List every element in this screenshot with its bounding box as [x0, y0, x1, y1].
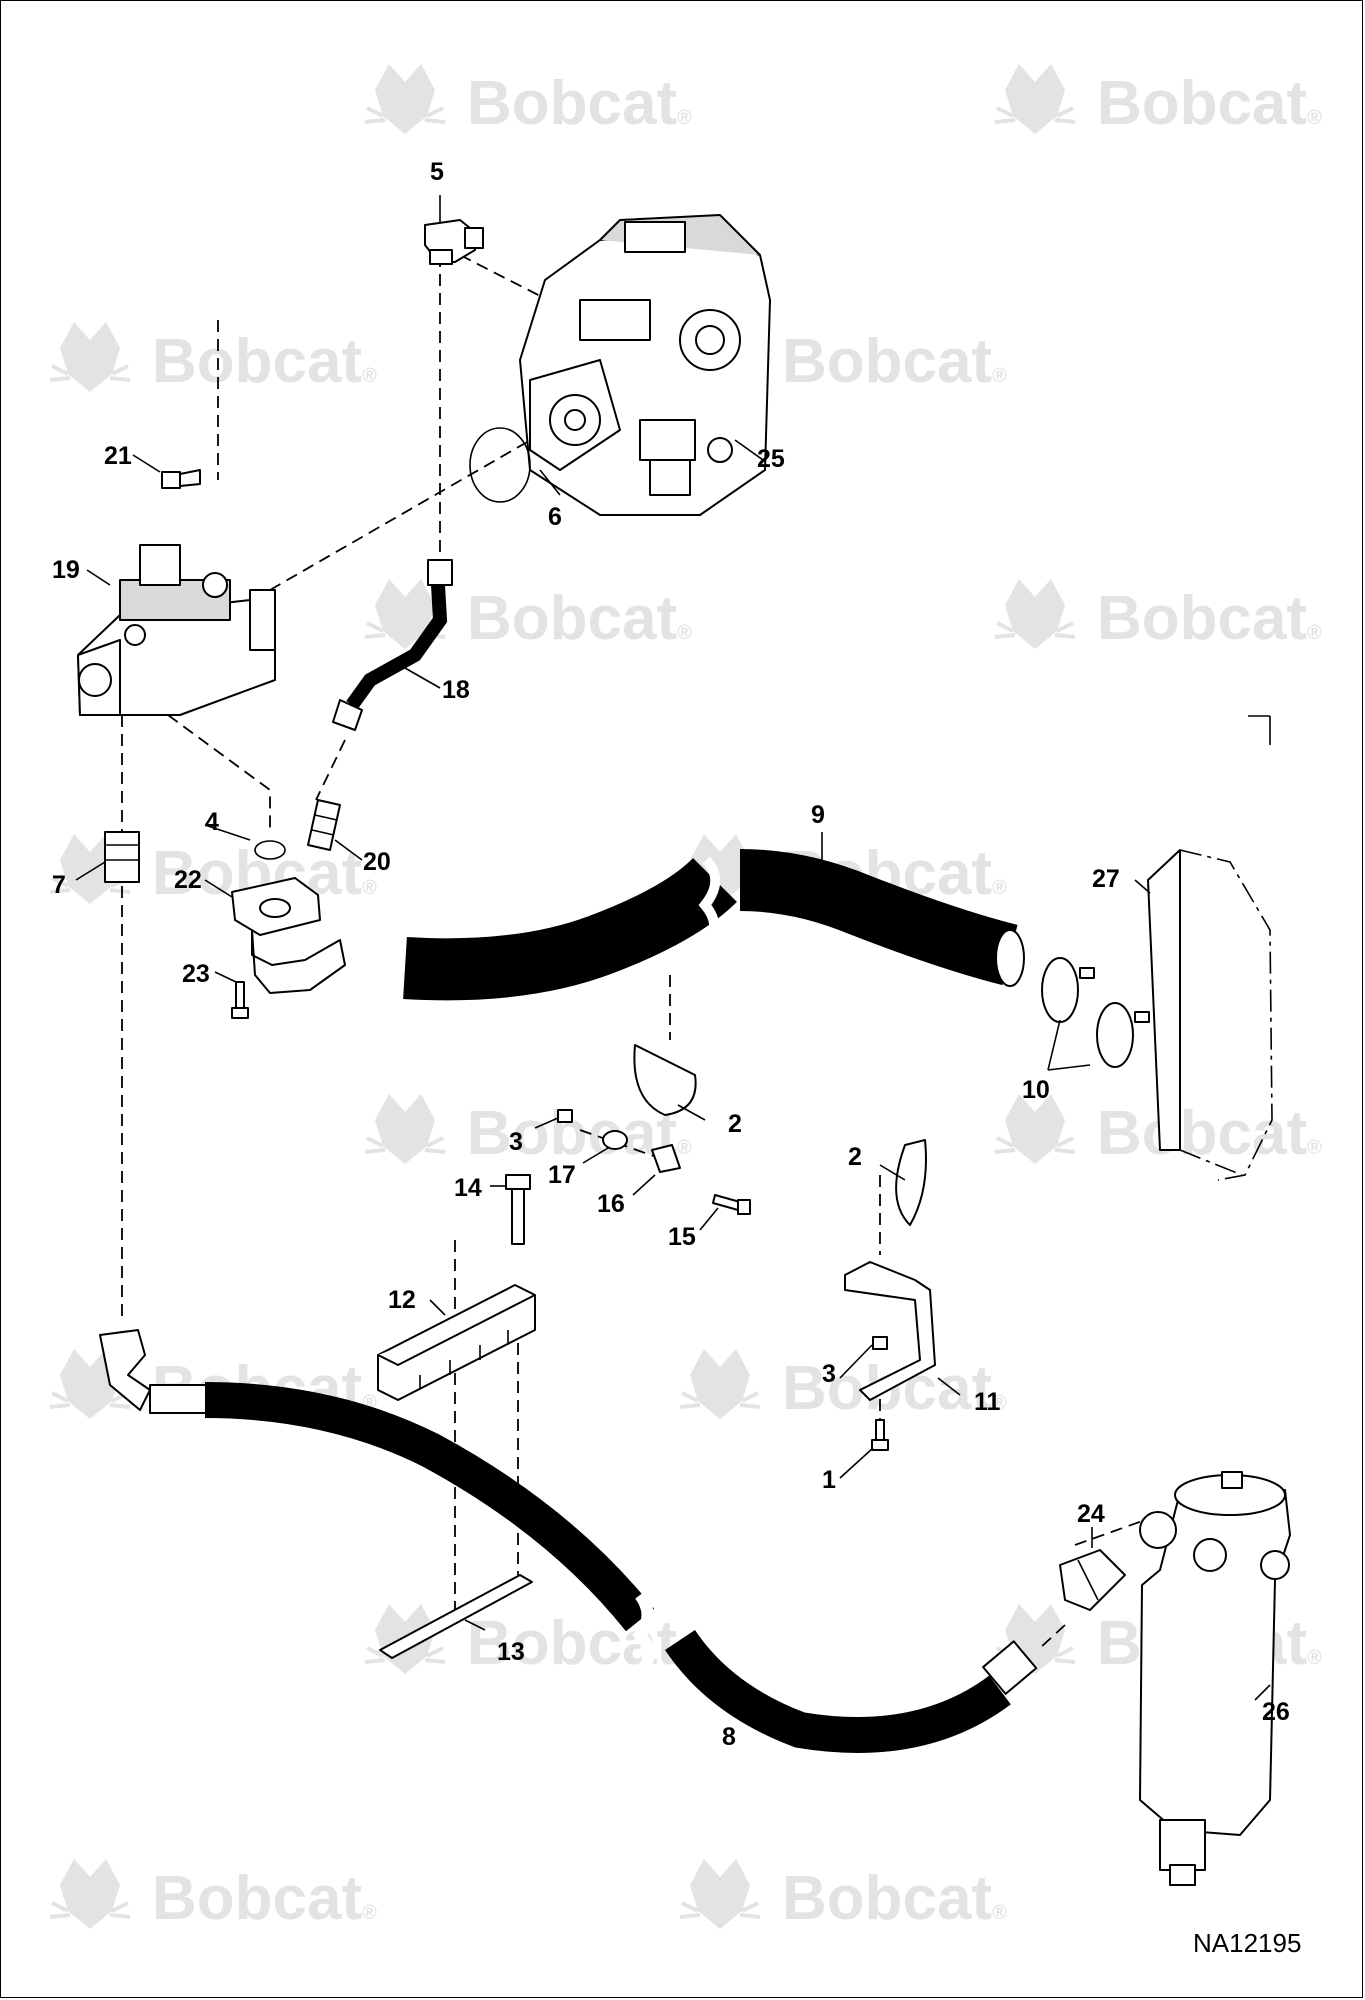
watermark-text: Bobcat®	[467, 69, 692, 138]
bobcat-head-icon	[678, 1857, 762, 1931]
watermark: Bobcat®	[48, 320, 377, 396]
watermark-text: Bobcat®	[1097, 69, 1322, 138]
bobcat-head-icon	[48, 320, 132, 394]
hydraulic-filter-26	[1139, 1471, 1291, 1886]
callout-16: 16	[597, 1190, 625, 1218]
elbow-fitting-5	[424, 219, 484, 265]
callout-13: 13	[497, 1638, 525, 1666]
o-ring-4	[254, 840, 286, 860]
watermark-grid: Bobcat® Bobcat® Bobcat® Bobcat® Bobcat® …	[48, 62, 1322, 1933]
watermark-text: Bobcat®	[782, 1864, 1007, 1933]
bobcat-head-icon	[993, 577, 1077, 651]
strap-2-lower	[895, 1139, 927, 1226]
callouts: 5 6 25 21 19 18 4 20 7 22 23 9 27 10 2 3…	[52, 158, 1290, 1751]
bobcat-head-icon	[993, 62, 1077, 136]
watermark: Bobcat®	[993, 1092, 1322, 1168]
watermark: Bobcat®	[993, 62, 1322, 138]
watermark: Bobcat®	[678, 1857, 1007, 1933]
bolt-14	[505, 1174, 531, 1245]
pressure-hose-8	[99, 1329, 1038, 1753]
callout-9: 9	[811, 801, 825, 829]
callout-2-right: 2	[848, 1143, 862, 1171]
watermark: Bobcat®	[363, 577, 692, 653]
hydraulic-reservoir-27	[1147, 849, 1273, 1181]
watermark-text: Bobcat®	[782, 1354, 1007, 1423]
callout-26: 26	[1262, 1698, 1290, 1726]
hose-retainer-12	[377, 1284, 536, 1401]
clip-16	[651, 1144, 681, 1173]
callout-3-right: 3	[822, 1360, 836, 1388]
watermark-text: Bobcat®	[782, 327, 1007, 396]
hose-bracket-11	[844, 1261, 936, 1401]
strap-2-upper	[633, 1044, 697, 1116]
watermark: Bobcat®	[363, 1602, 692, 1678]
callout-17: 17	[548, 1161, 576, 1189]
watermark: Bobcat®	[48, 1857, 377, 1933]
callout-24: 24	[1077, 1500, 1105, 1528]
bolt-23	[231, 981, 249, 1019]
watermark-text: Bobcat®	[152, 1864, 377, 1933]
callout-14: 14	[454, 1174, 482, 1202]
callout-7: 7	[52, 871, 66, 899]
watermark: Bobcat®	[363, 62, 692, 138]
watermark: Bobcat®	[363, 1092, 692, 1168]
callout-5: 5	[430, 158, 444, 186]
callout-12: 12	[388, 1286, 416, 1314]
watermark-text: Bobcat®	[1097, 584, 1322, 653]
bobcat-head-icon	[363, 1092, 447, 1166]
callout-27: 27	[1092, 865, 1120, 893]
callout-22: 22	[174, 866, 202, 894]
bobcat-head-icon	[363, 62, 447, 136]
hose-clamps-10	[1041, 957, 1150, 1068]
callout-11: 11	[974, 1388, 1001, 1416]
callout-20: 20	[363, 848, 391, 876]
suction-hose-9	[403, 849, 1025, 1001]
callout-18: 18	[442, 676, 470, 704]
callout-23: 23	[182, 960, 210, 988]
washer-17	[602, 1130, 628, 1150]
tube-18	[332, 559, 453, 731]
plate-13	[379, 1574, 533, 1659]
bolt-15	[712, 1194, 751, 1215]
callout-1: 1	[822, 1466, 836, 1494]
hydrostatic-pump	[519, 214, 771, 516]
adapter-fitting-7	[104, 831, 140, 883]
bolt-1	[871, 1419, 889, 1451]
watermark-text: Bobcat®	[467, 584, 692, 653]
watermark: Bobcat®	[678, 320, 1007, 396]
watermark: Bobcat®	[993, 577, 1322, 653]
callout-15: 15	[668, 1223, 696, 1251]
watermark-text: Bobcat®	[152, 327, 377, 396]
callout-19: 19	[52, 556, 80, 584]
figure-id: NA12195	[1193, 1928, 1301, 1958]
watermark: Bobcat®	[678, 1347, 1007, 1423]
nut-3-lower	[872, 1336, 888, 1350]
callout-4: 4	[205, 808, 219, 836]
elbow-fitting-24	[1059, 1549, 1126, 1611]
adapter-fitting-20	[307, 799, 341, 851]
bobcat-head-icon	[993, 1092, 1077, 1166]
callout-6: 6	[548, 503, 562, 531]
nut-3-upper	[557, 1109, 573, 1123]
leader-lines	[75, 195, 1271, 1716]
callout-3: 3	[509, 1128, 523, 1156]
callout-8: 8	[722, 1723, 736, 1751]
bobcat-head-icon	[678, 1347, 762, 1421]
callout-2: 2	[728, 1110, 742, 1138]
watermark-text: Bobcat®	[467, 1609, 692, 1678]
o-ring-6	[469, 427, 531, 503]
callout-10: 10	[1022, 1076, 1050, 1104]
charge-pump	[77, 544, 276, 716]
callout-21: 21	[104, 442, 132, 470]
watermark-text: Bobcat®	[1097, 1099, 1322, 1168]
bolt-21	[161, 469, 201, 489]
bobcat-head-icon	[48, 1857, 132, 1931]
callout-25: 25	[757, 445, 785, 473]
flange-elbow-22	[231, 877, 346, 994]
